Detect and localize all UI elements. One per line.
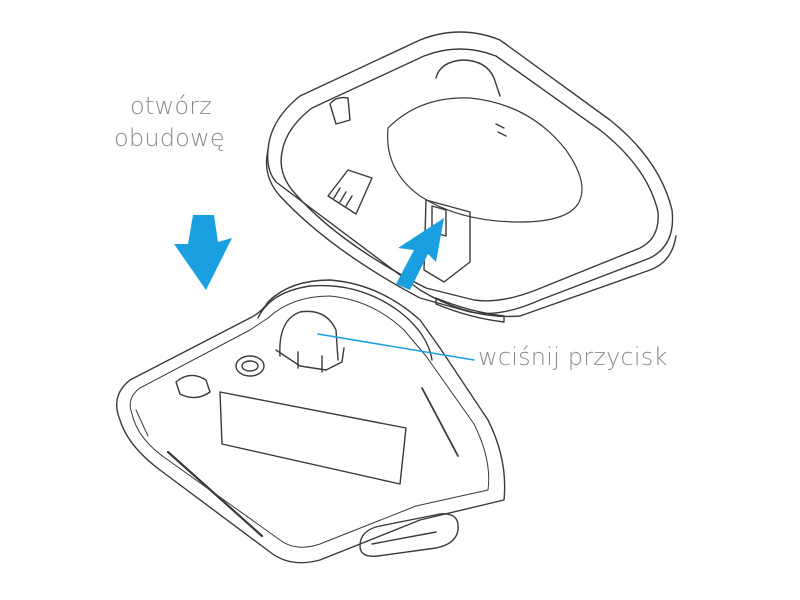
up-right-arrow-icon (396, 218, 444, 290)
down-arrow-icon (174, 215, 232, 290)
open-case-label-line1: otwórz (130, 92, 213, 120)
open-case-label-line2: obudowę (114, 124, 225, 152)
housing-base (116, 279, 506, 564)
press-button-label: wciśnij przycisk (478, 343, 668, 371)
housing-cover (265, 31, 677, 323)
leader-line (317, 333, 475, 361)
